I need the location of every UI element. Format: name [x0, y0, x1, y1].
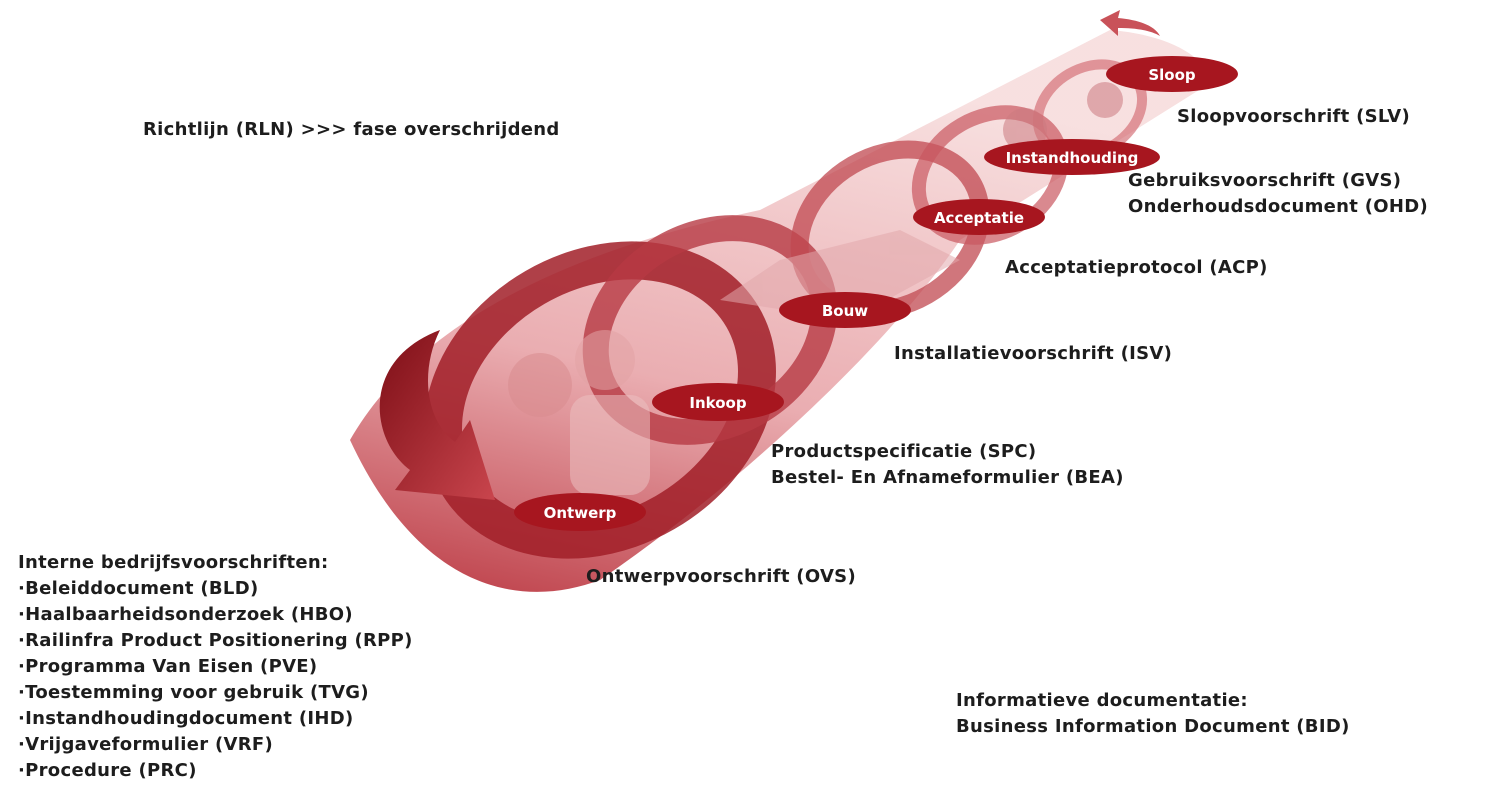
- internal-item: Haalbaarheidsonderzoek (HBO): [18, 602, 413, 628]
- phase-sloop: Sloop: [1106, 56, 1238, 92]
- doc-item: Ontwerpvoorschrift (OVS): [586, 564, 856, 590]
- photo-person-2: [575, 330, 635, 390]
- internal-title: Interne bedrijfsvoorschriften:: [18, 550, 413, 576]
- phase-label: Acceptatie: [934, 209, 1024, 227]
- doc-item: Onderhoudsdocument (OHD): [1128, 194, 1428, 220]
- informative-documentation: Informatieve documentatie: Business Info…: [956, 688, 1350, 740]
- internal-list: Beleiddocument (BLD) Haalbaarheidsonderz…: [18, 576, 413, 784]
- docs-ontwerp: Ontwerpvoorschrift (OVS): [586, 564, 856, 590]
- phase-label: Instandhouding: [1006, 149, 1139, 167]
- phase-label: Ontwerp: [544, 504, 617, 522]
- photo-worker-2: [1087, 82, 1123, 118]
- phase-label: Bouw: [822, 302, 868, 320]
- phase-label: Sloop: [1148, 66, 1196, 84]
- phase-inkoop: Inkoop: [652, 383, 784, 421]
- docs-sloop: Sloopvoorschrift (SLV): [1177, 104, 1410, 130]
- docs-inkoop: Productspecificatie (SPC) Bestel- En Afn…: [771, 439, 1124, 491]
- doc-item: Acceptatieprotocol (ACP): [1005, 255, 1268, 281]
- docs-bouw: Installatievoorschrift (ISV): [894, 341, 1172, 367]
- internal-item: Toestemming voor gebruik (TVG): [18, 680, 413, 706]
- internal-item: Beleiddocument (BLD): [18, 576, 413, 602]
- doc-item: Bestel- En Afnameformulier (BEA): [771, 465, 1124, 491]
- internal-item: Procedure (PRC): [18, 758, 413, 784]
- doc-item: Installatievoorschrift (ISV): [894, 341, 1172, 367]
- phase-label: Inkoop: [689, 394, 746, 412]
- internal-regulations: Interne bedrijfsvoorschriften: Beleiddoc…: [18, 550, 413, 784]
- photo-person-2-body: [570, 395, 650, 495]
- phase-ontwerp: Ontwerp: [514, 493, 646, 531]
- doc-item: Sloopvoorschrift (SLV): [1177, 104, 1410, 130]
- photo-person-1: [508, 353, 572, 417]
- docs-acceptatie: Acceptatieprotocol (ACP): [1005, 255, 1268, 281]
- phase-bouw: Bouw: [779, 292, 911, 328]
- internal-item: Vrijgaveformulier (VRF): [18, 732, 413, 758]
- internal-item: Instandhoudingdocument (IHD): [18, 706, 413, 732]
- informative-value: Business Information Document (BID): [956, 714, 1350, 740]
- internal-item: Railinfra Product Positionering (RPP): [18, 628, 413, 654]
- doc-item: Gebruiksvoorschrift (GVS): [1128, 168, 1428, 194]
- phase-acceptatie: Acceptatie: [913, 199, 1045, 235]
- informative-title: Informatieve documentatie:: [956, 688, 1350, 714]
- guideline-text: Richtlijn (RLN) >>> fase overschrijdend: [143, 117, 560, 143]
- docs-instandhouding: Gebruiksvoorschrift (GVS) Onderhoudsdocu…: [1128, 168, 1428, 220]
- internal-item: Programma Van Eisen (PVE): [18, 654, 413, 680]
- doc-item: Productspecificatie (SPC): [771, 439, 1124, 465]
